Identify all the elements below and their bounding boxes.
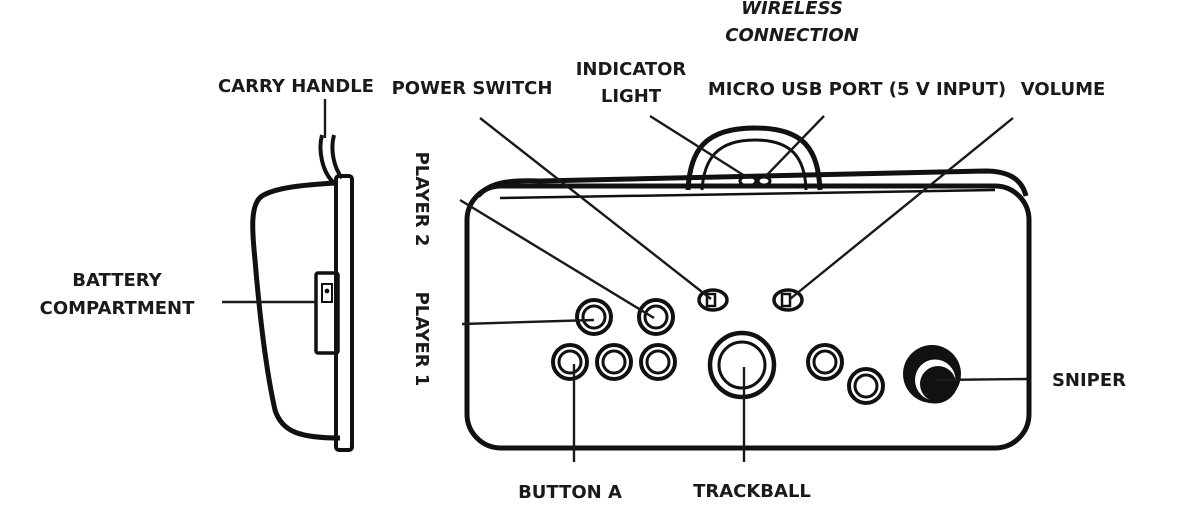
label-battery-line1: BATTERY: [72, 270, 162, 291]
player2-buttons: [575, 298, 675, 336]
label-wireless-line2: CONNECTION: [725, 25, 859, 46]
label-carry-handle: CARRY HANDLE: [218, 76, 374, 97]
player1-buttons: [551, 343, 885, 405]
front-view: [464, 125, 1032, 451]
front-carry-handle: [685, 125, 823, 191]
battery-compartment-door: [314, 271, 340, 355]
battery-latch: [321, 283, 333, 303]
label-trackball: TRACKBALL: [693, 481, 811, 502]
label-battery-line2: COMPARTMENT: [40, 298, 195, 319]
side-view: [250, 134, 354, 452]
side-front-plate: [334, 174, 354, 452]
volume-knob: [772, 288, 804, 312]
label-button-a: BUTTON A: [518, 482, 622, 503]
power-switch: [697, 288, 729, 312]
label-power-switch: POWER SWITCH: [392, 78, 553, 99]
label-player2: PLAYER 2: [411, 152, 432, 247]
label-indicator-line2: LIGHT: [601, 86, 662, 107]
button-a: [551, 343, 589, 381]
leader-lines: [222, 99, 1028, 462]
side-body: [250, 180, 341, 441]
micro-usb-port: [756, 175, 772, 187]
label-volume: VOLUME: [1021, 79, 1106, 100]
label-player1: PLAYER 1: [411, 292, 432, 387]
indicator-light: [738, 174, 758, 188]
trackball: [707, 330, 777, 400]
label-wireless-line1: WIRELESS: [741, 0, 843, 19]
front-panel: [464, 183, 1032, 451]
label-sniper: SNIPER: [1052, 370, 1126, 391]
labels: WIRELESS CONNECTION CARRY HANDLE POWER S…: [40, 0, 1127, 503]
sniper-knob: [903, 345, 961, 404]
label-micro-usb: MICRO USB PORT (5 V INPUT): [708, 79, 1006, 100]
label-indicator-line1: INDICATOR: [576, 59, 687, 80]
battery-latch-dot: [324, 288, 330, 294]
